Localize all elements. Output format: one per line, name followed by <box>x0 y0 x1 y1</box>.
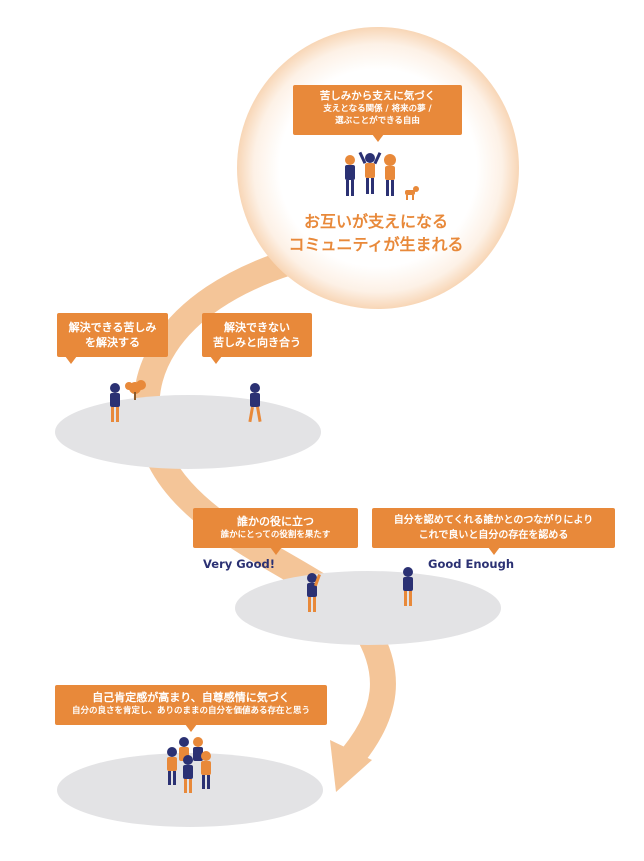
stage1-right-line1: 解決できない <box>224 321 290 334</box>
stage2-left-callout: 誰かの役に立つ 誰かにとっての役割を果たす <box>193 508 358 555</box>
stage2-left-sub: 誰かにとっての役割を果たす <box>220 530 331 540</box>
goal-headline: お互いが支えになる コミュニティが生まれる <box>256 210 496 256</box>
stage1-platform <box>55 395 321 469</box>
stage2-platform <box>235 571 501 645</box>
person-figure <box>307 573 321 612</box>
goal-callout-line3: 選ぶことができる自由 <box>335 116 420 126</box>
stage2-right-callout: 自分を認めてくれる誰かとのつながりにより これで良いと自分の存在を認める <box>372 508 615 555</box>
group-figures <box>167 737 211 793</box>
person-figure <box>248 383 262 423</box>
path-arrowhead <box>330 740 372 792</box>
stage2-left-title: 誰かの役に立つ <box>237 515 314 528</box>
stage1-left-line1: 解決できる苦しみ <box>68 321 157 334</box>
good-enough-label: Good Enough <box>428 557 515 571</box>
goal-callout: 苦しみから支えに気づく 支えとなる関係 / 将来の夢 / 選ぶことができる自由 <box>293 85 462 142</box>
stage2-right-line1: 自分を認めてくれる誰かとのつながりにより <box>393 515 594 526</box>
goal-callout-line2: 支えとなる関係 / 将来の夢 / <box>323 104 432 114</box>
tree-icon <box>125 380 146 400</box>
stage3-callout: 自己肯定感が高まり、自尊感情に気づく 自分の良さを肯定し、ありのままの自分を価値… <box>55 685 327 732</box>
stage1-left-callout: 解決できる苦しみ を解決する <box>57 313 168 364</box>
dog-icon <box>405 186 419 200</box>
very-good-label: Very Good! <box>203 557 275 571</box>
family-figures <box>345 151 419 200</box>
stage3-sub: 自分の良さを肯定し、ありのままの自分を価値ある存在と思う <box>71 706 310 716</box>
goal-callout-title: 苦しみから支えに気づく <box>319 90 436 102</box>
goal-headline-line1: お互いが支えになる <box>303 212 448 231</box>
stage1-left-line2: を解決する <box>85 336 140 349</box>
person-figure <box>403 567 413 606</box>
stage1-right-callout: 解決できない 苦しみと向き合う <box>202 313 312 364</box>
person-figure <box>110 383 120 422</box>
stage1-right-line2: 苦しみと向き合う <box>213 336 301 349</box>
stage2-right-line2: これで良いと自分の存在を認める <box>418 530 569 541</box>
stage3-title: 自己肯定感が高まり、自尊感情に気づく <box>92 691 290 704</box>
goal-headline-line2: コミュニティが生まれる <box>288 235 464 254</box>
goal-glow-circle <box>237 27 519 309</box>
